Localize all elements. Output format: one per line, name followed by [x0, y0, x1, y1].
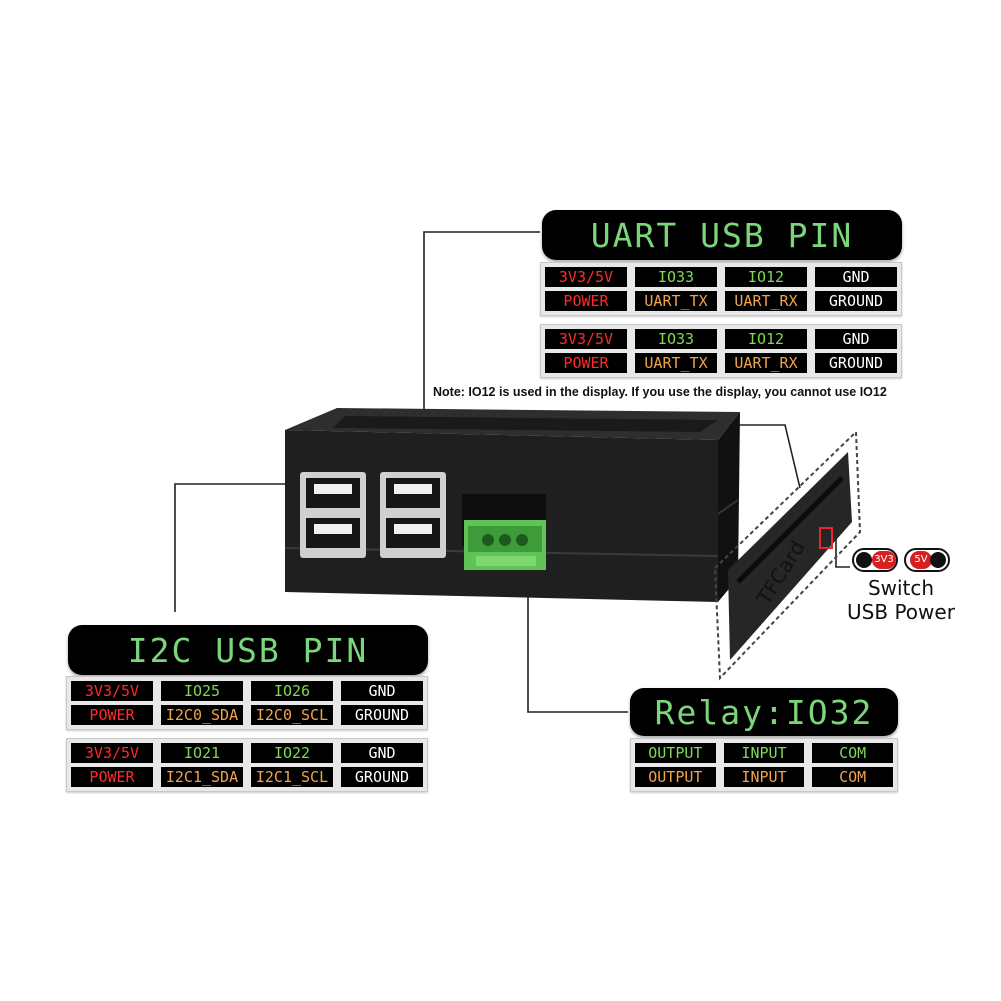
- tf-card-panel: [713, 429, 862, 681]
- pin-cell: UART_RX: [725, 353, 807, 373]
- pin-cell: GND: [341, 743, 423, 763]
- pin-row: POWER I2C1_SDA I2C1_SCL GROUND: [71, 767, 423, 787]
- pin-cell: UART_TX: [635, 353, 717, 373]
- pin-row: 3V3/5V IO33 IO12 GND: [545, 329, 897, 349]
- pin-cell: IO12: [725, 267, 807, 287]
- switch-5v: 5V: [904, 548, 950, 572]
- pin-row: OUTPUT INPUT COM: [635, 767, 894, 787]
- pin-cell: COM: [812, 767, 894, 787]
- pin-cell: 3V3/5V: [71, 681, 153, 701]
- pin-row: OUTPUT INPUT COM: [635, 743, 894, 763]
- pin-cell: I2C0_SCL: [251, 705, 333, 725]
- relay-title-text: Relay:IO32: [654, 692, 874, 732]
- pin-cell: UART_TX: [635, 291, 717, 311]
- pin-row: POWER I2C0_SDA I2C0_SCL GROUND: [71, 705, 423, 725]
- pin-cell: I2C0_SDA: [161, 705, 243, 725]
- pin-cell: 3V3/5V: [71, 743, 153, 763]
- usb-power-switch: 3V3 5V: [852, 548, 952, 574]
- pin-cell: IO33: [635, 329, 717, 349]
- pin-cell: 3V3/5V: [545, 267, 627, 287]
- i2c-pin-table-2: 3V3/5V IO21 IO22 GND POWER I2C1_SDA I2C1_SCL GR…: [66, 738, 428, 792]
- switch-5v-label: 5V: [910, 551, 932, 569]
- pin-cell: GROUND: [815, 353, 897, 373]
- pin-cell: OUTPUT: [635, 767, 716, 787]
- uart-note: Note: IO12 is used in the display. If yo…: [433, 385, 887, 399]
- switch-label: Switch USB Power: [846, 576, 956, 624]
- pin-cell: OUTPUT: [635, 743, 716, 763]
- pin-cell: GND: [341, 681, 423, 701]
- pin-cell: IO33: [635, 267, 717, 287]
- pin-cell: IO22: [251, 743, 333, 763]
- switch-knob-icon: [930, 552, 946, 568]
- switch-knob-icon: [856, 552, 872, 568]
- pin-cell: GROUND: [815, 291, 897, 311]
- pin-cell: INPUT: [723, 767, 805, 787]
- i2c-pin-table-1: 3V3/5V IO25 IO26 GND POWER I2C0_SDA I2C0_SCL GR…: [66, 676, 428, 730]
- pin-cell: POWER: [545, 291, 627, 311]
- relay-terminal: [462, 494, 546, 570]
- pin-cell: POWER: [71, 705, 153, 725]
- pin-cell: COM: [812, 743, 894, 763]
- pin-cell: POWER: [71, 767, 153, 787]
- pin-cell: INPUT: [723, 743, 805, 763]
- pin-cell: 3V3/5V: [545, 329, 627, 349]
- i2c-title-text: I2C USB PIN: [127, 630, 369, 670]
- pin-cell: POWER: [545, 353, 627, 373]
- pin-cell: GROUND: [341, 767, 423, 787]
- uart-pin-table-1: 3V3/5V IO33 IO12 GND POWER UART_TX UART_RX GROU…: [540, 262, 902, 316]
- i2c-title: I2C USB PIN: [68, 625, 428, 675]
- pin-cell: GROUND: [341, 705, 423, 725]
- relay-pin-table: OUTPUT INPUT COM OUTPUT INPUT COM: [630, 738, 898, 792]
- switch-label-line1: Switch: [867, 576, 935, 600]
- uart-title: UART USB PIN: [542, 210, 902, 260]
- pin-row: 3V3/5V IO21 IO22 GND: [71, 743, 423, 763]
- pin-cell: IO26: [251, 681, 333, 701]
- pin-cell: IO21: [161, 743, 243, 763]
- pin-row: POWER UART_TX UART_RX GROUND: [545, 353, 897, 373]
- pin-row: 3V3/5V IO33 IO12 GND: [545, 267, 897, 287]
- pin-cell: I2C1_SCL: [251, 767, 333, 787]
- switch-3v3-label: 3V3: [872, 551, 896, 569]
- pin-cell: GND: [815, 329, 897, 349]
- pin-row: 3V3/5V IO25 IO26 GND: [71, 681, 423, 701]
- pin-cell: UART_RX: [725, 291, 807, 311]
- pin-cell: IO25: [161, 681, 243, 701]
- pin-cell: I2C1_SDA: [161, 767, 243, 787]
- pin-cell: IO12: [725, 329, 807, 349]
- leader-lines: [174, 231, 850, 713]
- uart-title-text: UART USB PIN: [590, 215, 854, 255]
- uart-pin-table-2: 3V3/5V IO33 IO12 GND POWER UART_TX UART_RX GROU…: [540, 324, 902, 378]
- switch-label-line2: USB Power: [847, 600, 955, 624]
- switch-3v3: 3V3: [852, 548, 898, 572]
- relay-title: Relay:IO32: [630, 688, 898, 736]
- usb-ports: [300, 472, 446, 558]
- pin-cell: GND: [815, 267, 897, 287]
- pin-row: POWER UART_TX UART_RX GROUND: [545, 291, 897, 311]
